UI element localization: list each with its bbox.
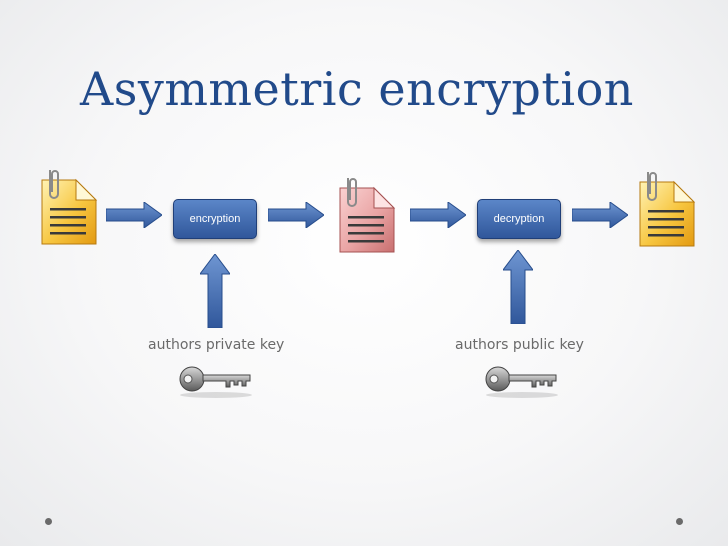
- decryption-label: decryption: [493, 213, 545, 225]
- flow-arrow-right: [106, 202, 162, 228]
- decorative-dot: [45, 518, 52, 525]
- public-key-icon: [485, 366, 558, 398]
- public-key-label: authors public key: [455, 337, 584, 353]
- flow-arrow-right: [410, 202, 466, 228]
- private-key-icon: [179, 366, 252, 398]
- private-key-label: authors private key: [148, 337, 285, 353]
- ciphertext-document-icon: [339, 178, 396, 253]
- key-input-arrow-up: [503, 250, 533, 324]
- key-input-arrow-up: [200, 254, 230, 328]
- flow-arrow-right: [268, 202, 324, 228]
- encryption-label: encryption: [189, 213, 241, 225]
- encryption-box: encryption: [173, 199, 257, 239]
- plaintext-document-icon: [41, 170, 98, 245]
- decorative-dot: [676, 518, 683, 525]
- page-title: Asymmetric encryption: [80, 62, 634, 116]
- decryption-box: decryption: [477, 199, 561, 239]
- flow-arrow-right: [572, 202, 628, 228]
- decrypted-document-icon: [639, 172, 696, 247]
